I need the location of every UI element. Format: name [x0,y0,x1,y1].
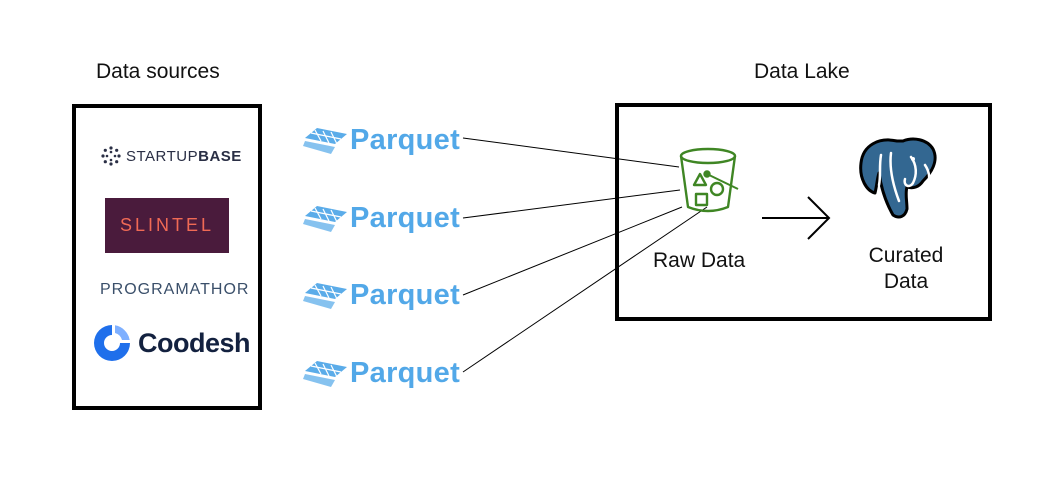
arrow-right-icon [762,196,831,240]
parquet-label: Parquet [350,278,461,311]
curated-data-line-2: Data [883,270,929,293]
connector-line-4 [462,206,708,373]
s3-bucket-icon [679,147,739,213]
startupbase-logo: STARTUPBASE [100,145,242,167]
curated-data-label: Curated Data [862,243,950,295]
connector-line-1 [462,137,680,168]
parquet-label: Parquet [350,201,461,234]
parquet-label: Parquet [350,123,461,156]
curated-data-line-1: Curated [868,244,944,267]
parquet-label: Parquet [350,356,461,389]
postgresql-elephant-icon [859,137,937,219]
data-lake-box [615,103,992,321]
startupbase-wordmark: STARTUPBASE [126,147,242,165]
data-sources-title: Data sources [96,60,220,83]
coodesh-wordmark: Coodesh [138,327,251,358]
programathor-logo: PROGRAMATHOR [100,281,250,298]
coodesh-icon [94,325,130,361]
data-lake-title: Data Lake [754,60,850,83]
coodesh-logo: Coodesh [92,322,251,364]
connector-line-2 [462,189,681,219]
parquet-file-1: Parquet [303,122,460,158]
slintel-logo: SLINTEL [105,198,229,253]
connector-line-3 [462,206,683,296]
parquet-file-2: Parquet [303,200,460,236]
parquet-icon [303,283,347,309]
raw-data-label: Raw Data [653,249,746,272]
startupbase-icon [101,146,121,166]
parquet-icon [303,361,347,387]
parquet-file-4: Parquet [303,355,460,391]
parquet-file-3: Parquet [303,277,460,313]
parquet-icon [303,206,347,232]
parquet-icon [303,128,347,154]
